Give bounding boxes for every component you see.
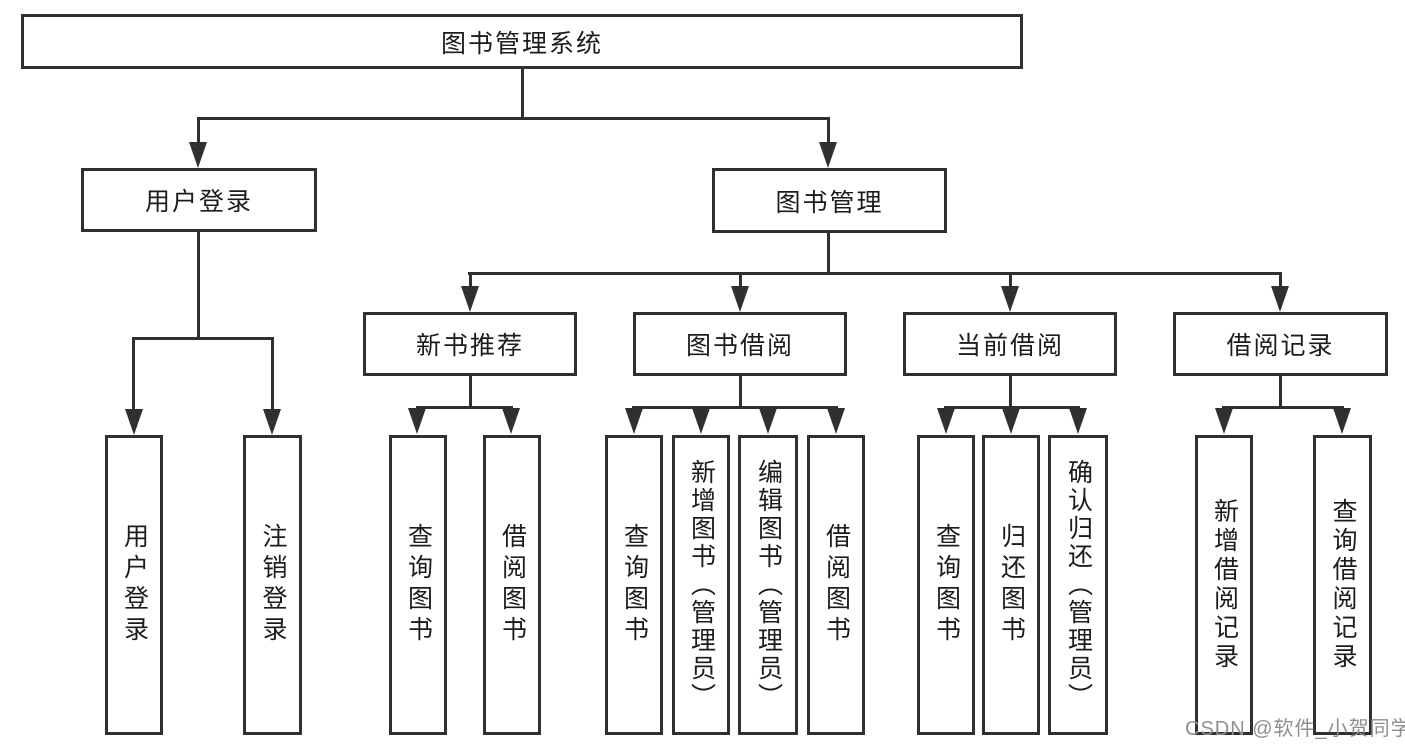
csdn-watermark: CSDN @软件_小贺同学 — [1185, 718, 1405, 740]
connector-level2-right-stub — [827, 117, 830, 144]
arrowhead-bookborrow-edit — [759, 408, 777, 434]
node-new-book-recommend: 新书推荐 — [363, 312, 577, 376]
connector-level3-stub-2 — [739, 272, 742, 288]
leaf-logout-login: 注销登录 — [243, 435, 302, 735]
leaf-borrow-query-books: 查询图书 — [605, 435, 663, 735]
arrowhead-currentborrow-query — [937, 408, 955, 434]
connector-borrowrecord-horizontal — [1222, 406, 1344, 409]
arrowhead-current-borrow — [1001, 286, 1019, 312]
connector-borrowrecord-stem — [1279, 376, 1282, 409]
connector-book-management-stem — [827, 233, 830, 274]
connector-level3-horizontal — [468, 272, 1282, 275]
leaf-current-return-books: 归还图书 — [982, 435, 1040, 735]
node-current-borrow: 当前借阅 — [903, 312, 1117, 376]
arrowhead-new-book — [461, 286, 479, 312]
connector-newbook-horizontal — [416, 406, 513, 409]
leaf-user-login: 用户登录 — [105, 435, 163, 735]
arrowhead-record-add — [1215, 408, 1233, 434]
connector-user-login-stub-1 — [132, 337, 135, 411]
connector-level3-stub-3 — [1009, 272, 1012, 288]
connector-user-login-stem — [197, 232, 200, 339]
connector-bookborrow-stem — [739, 376, 742, 409]
arrowhead-book-management — [819, 142, 837, 168]
arrowhead-bookborrow-borrow — [827, 408, 845, 434]
arrowhead-leaf-user-login — [125, 409, 143, 435]
connector-currentborrow-horizontal — [944, 406, 1080, 409]
arrowhead-currentborrow-return — [1002, 408, 1020, 434]
connector-level3-stub-1 — [469, 272, 472, 288]
leaf-records-add-borrow-record: 新增借阅记录 — [1195, 435, 1253, 735]
arrowhead-bookborrow-query — [625, 408, 643, 434]
node-root: 图书管理系统 — [21, 14, 1023, 69]
node-user-login: 用户登录 — [81, 168, 317, 232]
leaf-newbook-query-books: 查询图书 — [389, 435, 447, 735]
arrowhead-borrow-record — [1271, 286, 1289, 312]
arrowhead-bookborrow-add — [692, 408, 710, 434]
leaf-borrow-borrow-books: 借阅图书 — [807, 435, 865, 735]
arrowhead-book-borrow — [731, 286, 749, 312]
connector-root-stem — [521, 69, 524, 119]
leaf-current-query-books: 查询图书 — [917, 435, 975, 735]
arrowhead-record-query — [1333, 408, 1351, 434]
arrowhead-leaf-logout — [263, 409, 281, 435]
arrowhead-newbook-borrow — [502, 408, 520, 434]
arrowhead-user-login — [189, 142, 207, 168]
leaf-current-confirm-return-admin: 确认归还（管理员） — [1048, 435, 1108, 735]
node-book-management: 图书管理 — [712, 168, 947, 233]
leaf-borrow-edit-books-admin: 编辑图书（管理员） — [738, 435, 798, 735]
node-book-borrow: 图书借阅 — [633, 312, 847, 376]
connector-user-login-horizontal — [132, 337, 274, 340]
connector-currentborrow-stem — [1009, 376, 1012, 409]
arrowhead-newbook-query — [408, 408, 426, 434]
leaf-borrow-add-books-admin: 新增图书（管理员） — [672, 435, 730, 735]
leaf-records-query-borrow-record: 查询借阅记录 — [1313, 435, 1372, 735]
connector-bookborrow-horizontal — [632, 406, 838, 409]
connector-level2-left-stub — [197, 117, 200, 144]
connector-user-login-stub-2 — [271, 337, 274, 411]
node-borrow-records: 借阅记录 — [1173, 312, 1388, 376]
arrowhead-currentborrow-confirm — [1069, 408, 1087, 434]
connector-level3-stub-4 — [1279, 272, 1282, 288]
leaf-newbook-borrow-books: 借阅图书 — [483, 435, 541, 735]
connector-level2-horizontal — [197, 117, 830, 120]
connector-newbook-stem — [469, 376, 472, 409]
